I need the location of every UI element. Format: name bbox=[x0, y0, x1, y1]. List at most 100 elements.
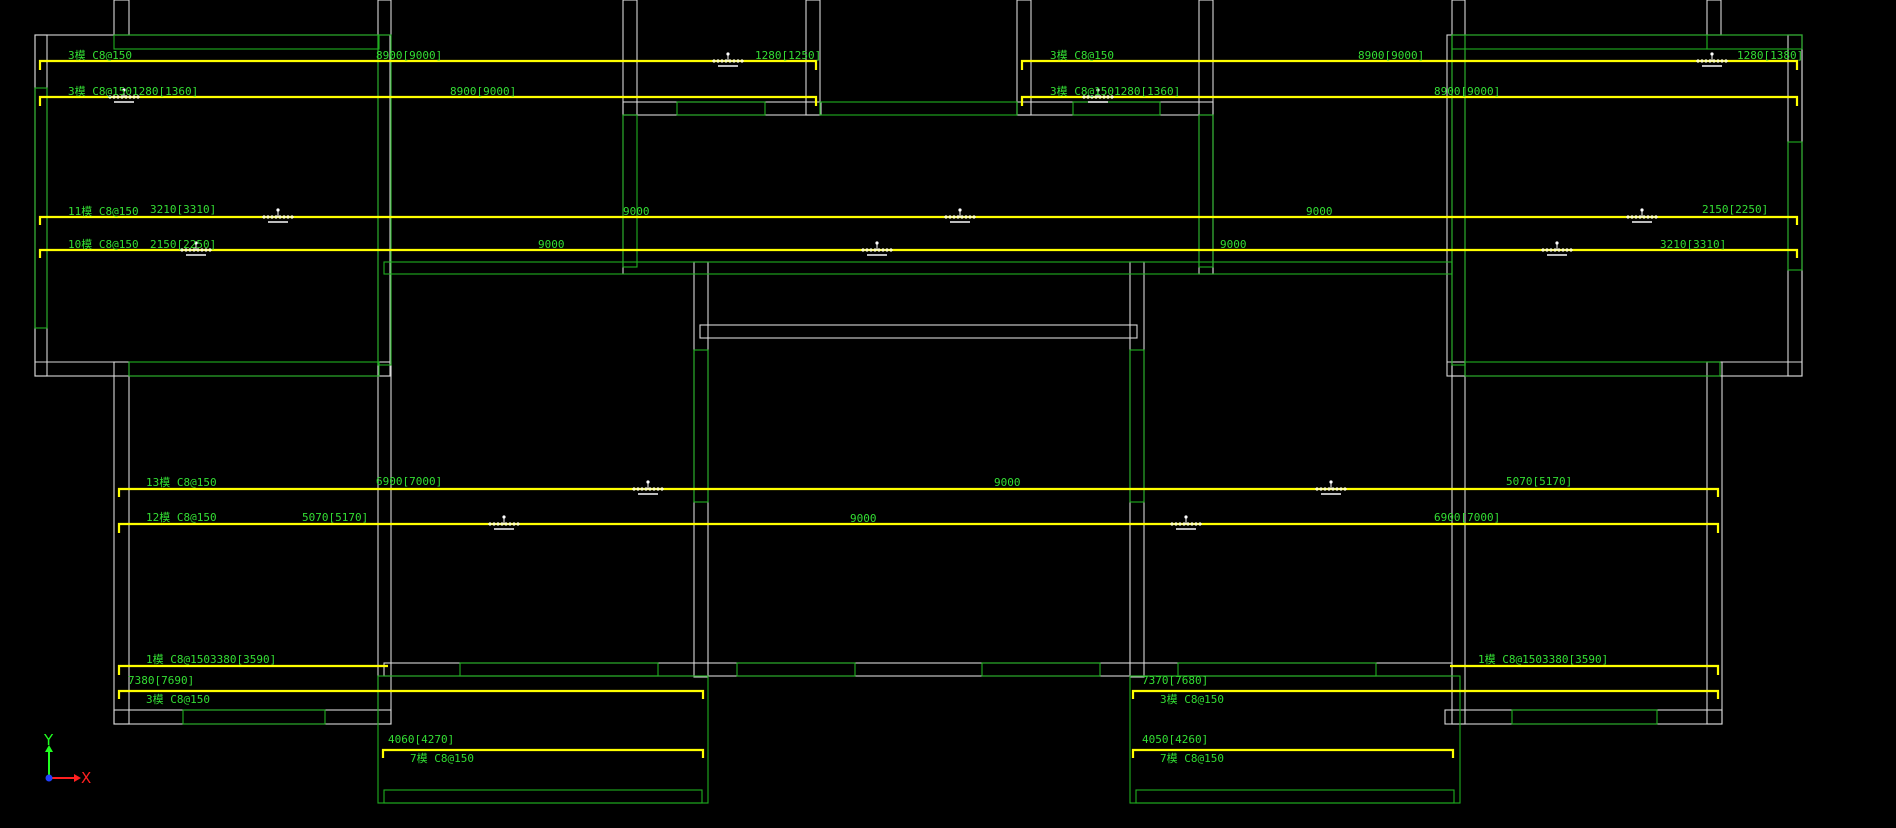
rebar-tick-marker bbox=[712, 52, 744, 67]
rebar-length: 9000 bbox=[850, 512, 877, 525]
column bbox=[1451, 0, 1466, 377]
rebar-length: 6900[7000] bbox=[376, 475, 442, 488]
rebar-label: 10模 C8@150 bbox=[68, 238, 139, 251]
rebar-length: 1280[1360] bbox=[132, 85, 198, 98]
rebar-label: 11模 C8@150 bbox=[68, 205, 139, 218]
rebar-length: 3380[3590] bbox=[210, 653, 276, 666]
column bbox=[1706, 0, 1722, 36]
rebar-length: 1280[1250] bbox=[755, 49, 821, 62]
rebar-length: 8900[9000] bbox=[450, 85, 516, 98]
rebar-tick-marker bbox=[1315, 480, 1347, 495]
rebar-label: 1模 C8@150 bbox=[146, 653, 210, 666]
rebar-label: 7模 C8@150 bbox=[410, 752, 474, 765]
column bbox=[1451, 361, 1466, 725]
beam bbox=[128, 361, 380, 377]
rebar-length: 9000 bbox=[538, 238, 565, 251]
wall-corridor bbox=[383, 662, 1453, 677]
rebar-line bbox=[1131, 689, 1720, 699]
beam bbox=[34, 87, 48, 329]
rebar-tick-marker bbox=[1170, 515, 1202, 530]
beam bbox=[1451, 34, 1466, 366]
rebar-tick-marker bbox=[632, 480, 664, 495]
rebar-length: 8900[9000] bbox=[1358, 49, 1424, 62]
wall-right-edge bbox=[1787, 34, 1803, 377]
rebar-tick-marker bbox=[861, 241, 893, 256]
rebar-length: 1280[1360] bbox=[1114, 85, 1180, 98]
rebar-label: 3模 C8@150 bbox=[1160, 693, 1224, 706]
rebar-length: 5070[5170] bbox=[1506, 475, 1572, 488]
rebar-length: 9000 bbox=[1220, 238, 1247, 251]
rebar-length: 9000 bbox=[623, 205, 650, 218]
rebar-length: 1280[1380] bbox=[1737, 49, 1803, 62]
column bbox=[113, 0, 130, 36]
beam bbox=[1787, 141, 1803, 271]
rebar-tick-marker bbox=[1082, 88, 1114, 103]
beam-long bbox=[383, 261, 1453, 275]
column bbox=[1198, 0, 1214, 275]
rebar-label: 3模 C8@150 bbox=[1050, 49, 1114, 62]
rebar-length: 3210[3310] bbox=[150, 203, 216, 216]
beam bbox=[736, 662, 856, 677]
beam bbox=[377, 34, 392, 366]
wall-left-edge bbox=[34, 34, 48, 377]
rebar-lines bbox=[38, 59, 1799, 758]
beam bbox=[1072, 101, 1161, 116]
rebar-label: 3模 C8@150 bbox=[68, 49, 132, 62]
rebar-label: 1模 C8@150 bbox=[1478, 653, 1542, 666]
rebar-length: 8900[9000] bbox=[1434, 85, 1500, 98]
beam bbox=[1451, 34, 1708, 50]
rebar-tick-marker bbox=[1626, 208, 1658, 223]
rebar-line bbox=[117, 664, 388, 675]
beam bbox=[1129, 349, 1145, 503]
rebar-length: 5070[5170] bbox=[302, 511, 368, 524]
column bbox=[377, 361, 392, 725]
rebar-tick-marker bbox=[944, 208, 976, 223]
column-core-left bbox=[693, 261, 709, 678]
rebar-length: 3380[3590] bbox=[1542, 653, 1608, 666]
rebar-length: 9000 bbox=[1306, 205, 1333, 218]
rebar-length: 4050[4260] bbox=[1142, 733, 1208, 746]
beam bbox=[383, 789, 703, 804]
rebar-line bbox=[38, 95, 818, 106]
column bbox=[113, 361, 130, 725]
wall-bottom-right bbox=[1444, 709, 1723, 725]
rebar-tick-marker bbox=[1696, 52, 1728, 67]
x-axis-label: X bbox=[81, 769, 91, 787]
beam bbox=[113, 34, 380, 50]
wall-upper bbox=[622, 101, 822, 116]
rebar-line bbox=[117, 522, 1720, 533]
rebar-line bbox=[1450, 664, 1720, 675]
column-core-right bbox=[1129, 261, 1145, 678]
rebar-label: 13模 C8@150 bbox=[146, 476, 217, 489]
rebar-label: 7模 C8@150 bbox=[1160, 752, 1224, 765]
rebar-line bbox=[38, 248, 1799, 258]
rebar-label: 3模 C8@150 bbox=[68, 85, 132, 98]
rebar-line bbox=[38, 215, 1799, 225]
column bbox=[1706, 361, 1723, 725]
wall-upper bbox=[1016, 101, 1214, 116]
rebar-length: 3210[3310] bbox=[1660, 238, 1726, 251]
beam bbox=[1464, 361, 1721, 377]
beam bbox=[1511, 709, 1658, 725]
rebar-tick-marker bbox=[262, 208, 294, 223]
rebar-line bbox=[381, 748, 705, 758]
beam bbox=[1706, 34, 1803, 50]
beam bbox=[622, 114, 638, 268]
rebar-length: 8900[9000] bbox=[376, 49, 442, 62]
beam bbox=[182, 709, 326, 725]
beam bbox=[1198, 114, 1214, 268]
rebar-length: 2150[2250] bbox=[150, 238, 216, 251]
rebar-length: 6900[7000] bbox=[1434, 511, 1500, 524]
ucs-axis-icon: Y X bbox=[43, 731, 91, 787]
rebar-tick-marker bbox=[488, 515, 520, 530]
rebar-line bbox=[1020, 59, 1799, 70]
rebar-label: 12模 C8@150 bbox=[146, 511, 217, 524]
y-axis-label: Y bbox=[43, 731, 54, 749]
beam bbox=[693, 349, 709, 503]
beams bbox=[34, 34, 1803, 804]
rebar-length: 7380[7690] bbox=[128, 674, 194, 687]
rebar-markers bbox=[108, 52, 1728, 530]
rebar-line bbox=[117, 689, 705, 699]
beam bbox=[1135, 789, 1455, 804]
